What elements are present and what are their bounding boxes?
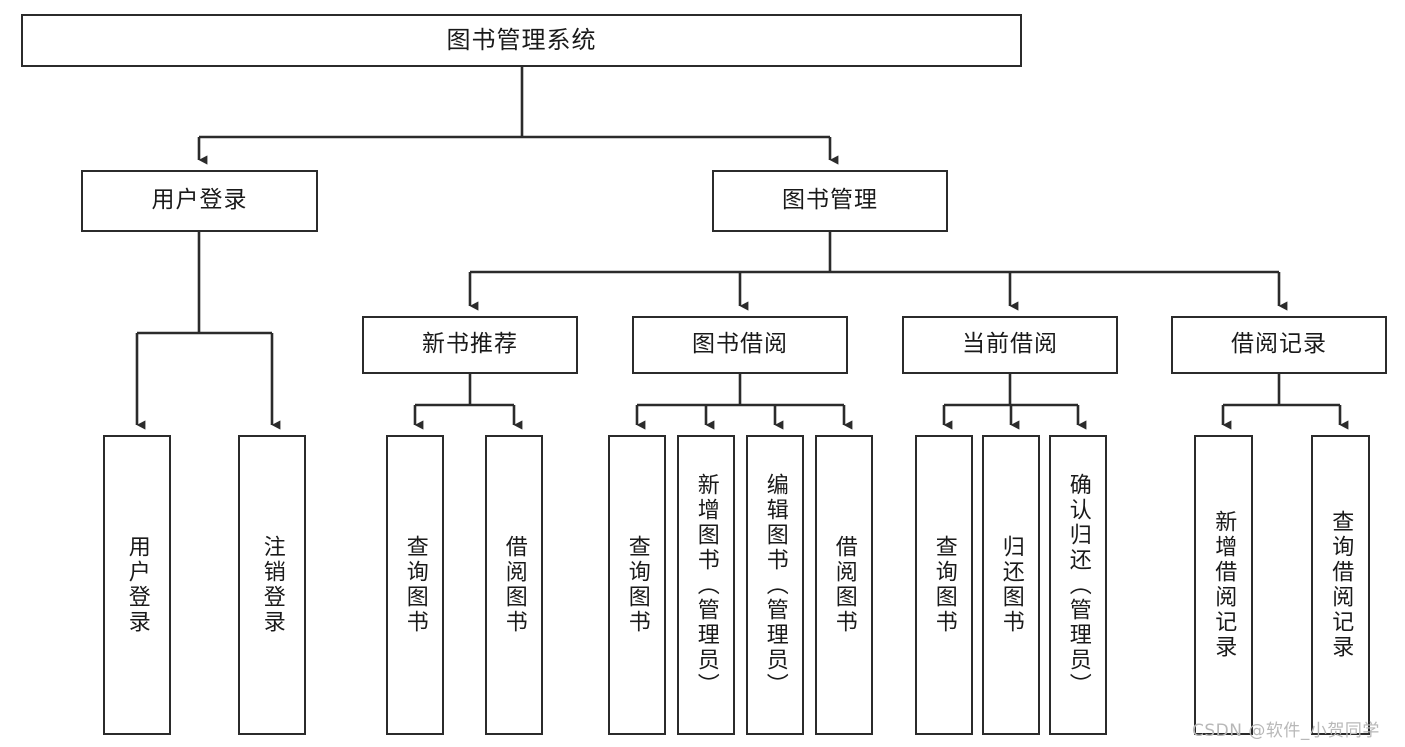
- leaf-book-borrow-add-book-admin[interactable]: 新增图书（管理员）: [677, 435, 735, 735]
- csdn-watermark: CSDN @软件_小贺同学: [1192, 721, 1380, 741]
- leaf-current-borrow-return-book[interactable]: 归还图书: [982, 435, 1040, 735]
- leaf-borrow-records-add-record[interactable]: 新增借阅记录: [1194, 435, 1253, 735]
- leaf-new-book-borrow-book[interactable]: 借阅图书: [485, 435, 543, 735]
- leaf-user-login-logout[interactable]: 注销登录: [238, 435, 306, 735]
- node-root-book-management-system[interactable]: 图书管理系统: [21, 14, 1022, 67]
- leaf-new-book-query-book[interactable]: 查询图书: [386, 435, 444, 735]
- node-book-management[interactable]: 图书管理: [712, 170, 948, 232]
- node-book-borrow[interactable]: 图书借阅: [632, 316, 848, 374]
- leaf-book-borrow-borrow-book[interactable]: 借阅图书: [815, 435, 873, 735]
- leaf-current-borrow-query-book[interactable]: 查询图书: [915, 435, 973, 735]
- leaf-book-borrow-query-book[interactable]: 查询图书: [608, 435, 666, 735]
- leaf-book-borrow-edit-book-admin[interactable]: 编辑图书（管理员）: [746, 435, 804, 735]
- node-borrow-records[interactable]: 借阅记录: [1171, 316, 1387, 374]
- leaf-current-borrow-confirm-return-admin[interactable]: 确认归还（管理员）: [1049, 435, 1107, 735]
- node-current-borrow[interactable]: 当前借阅: [902, 316, 1118, 374]
- leaf-borrow-records-query-record[interactable]: 查询借阅记录: [1311, 435, 1370, 735]
- leaf-user-login-login[interactable]: 用户登录: [103, 435, 171, 735]
- node-user-login[interactable]: 用户登录: [81, 170, 318, 232]
- node-new-book-recommend[interactable]: 新书推荐: [362, 316, 578, 374]
